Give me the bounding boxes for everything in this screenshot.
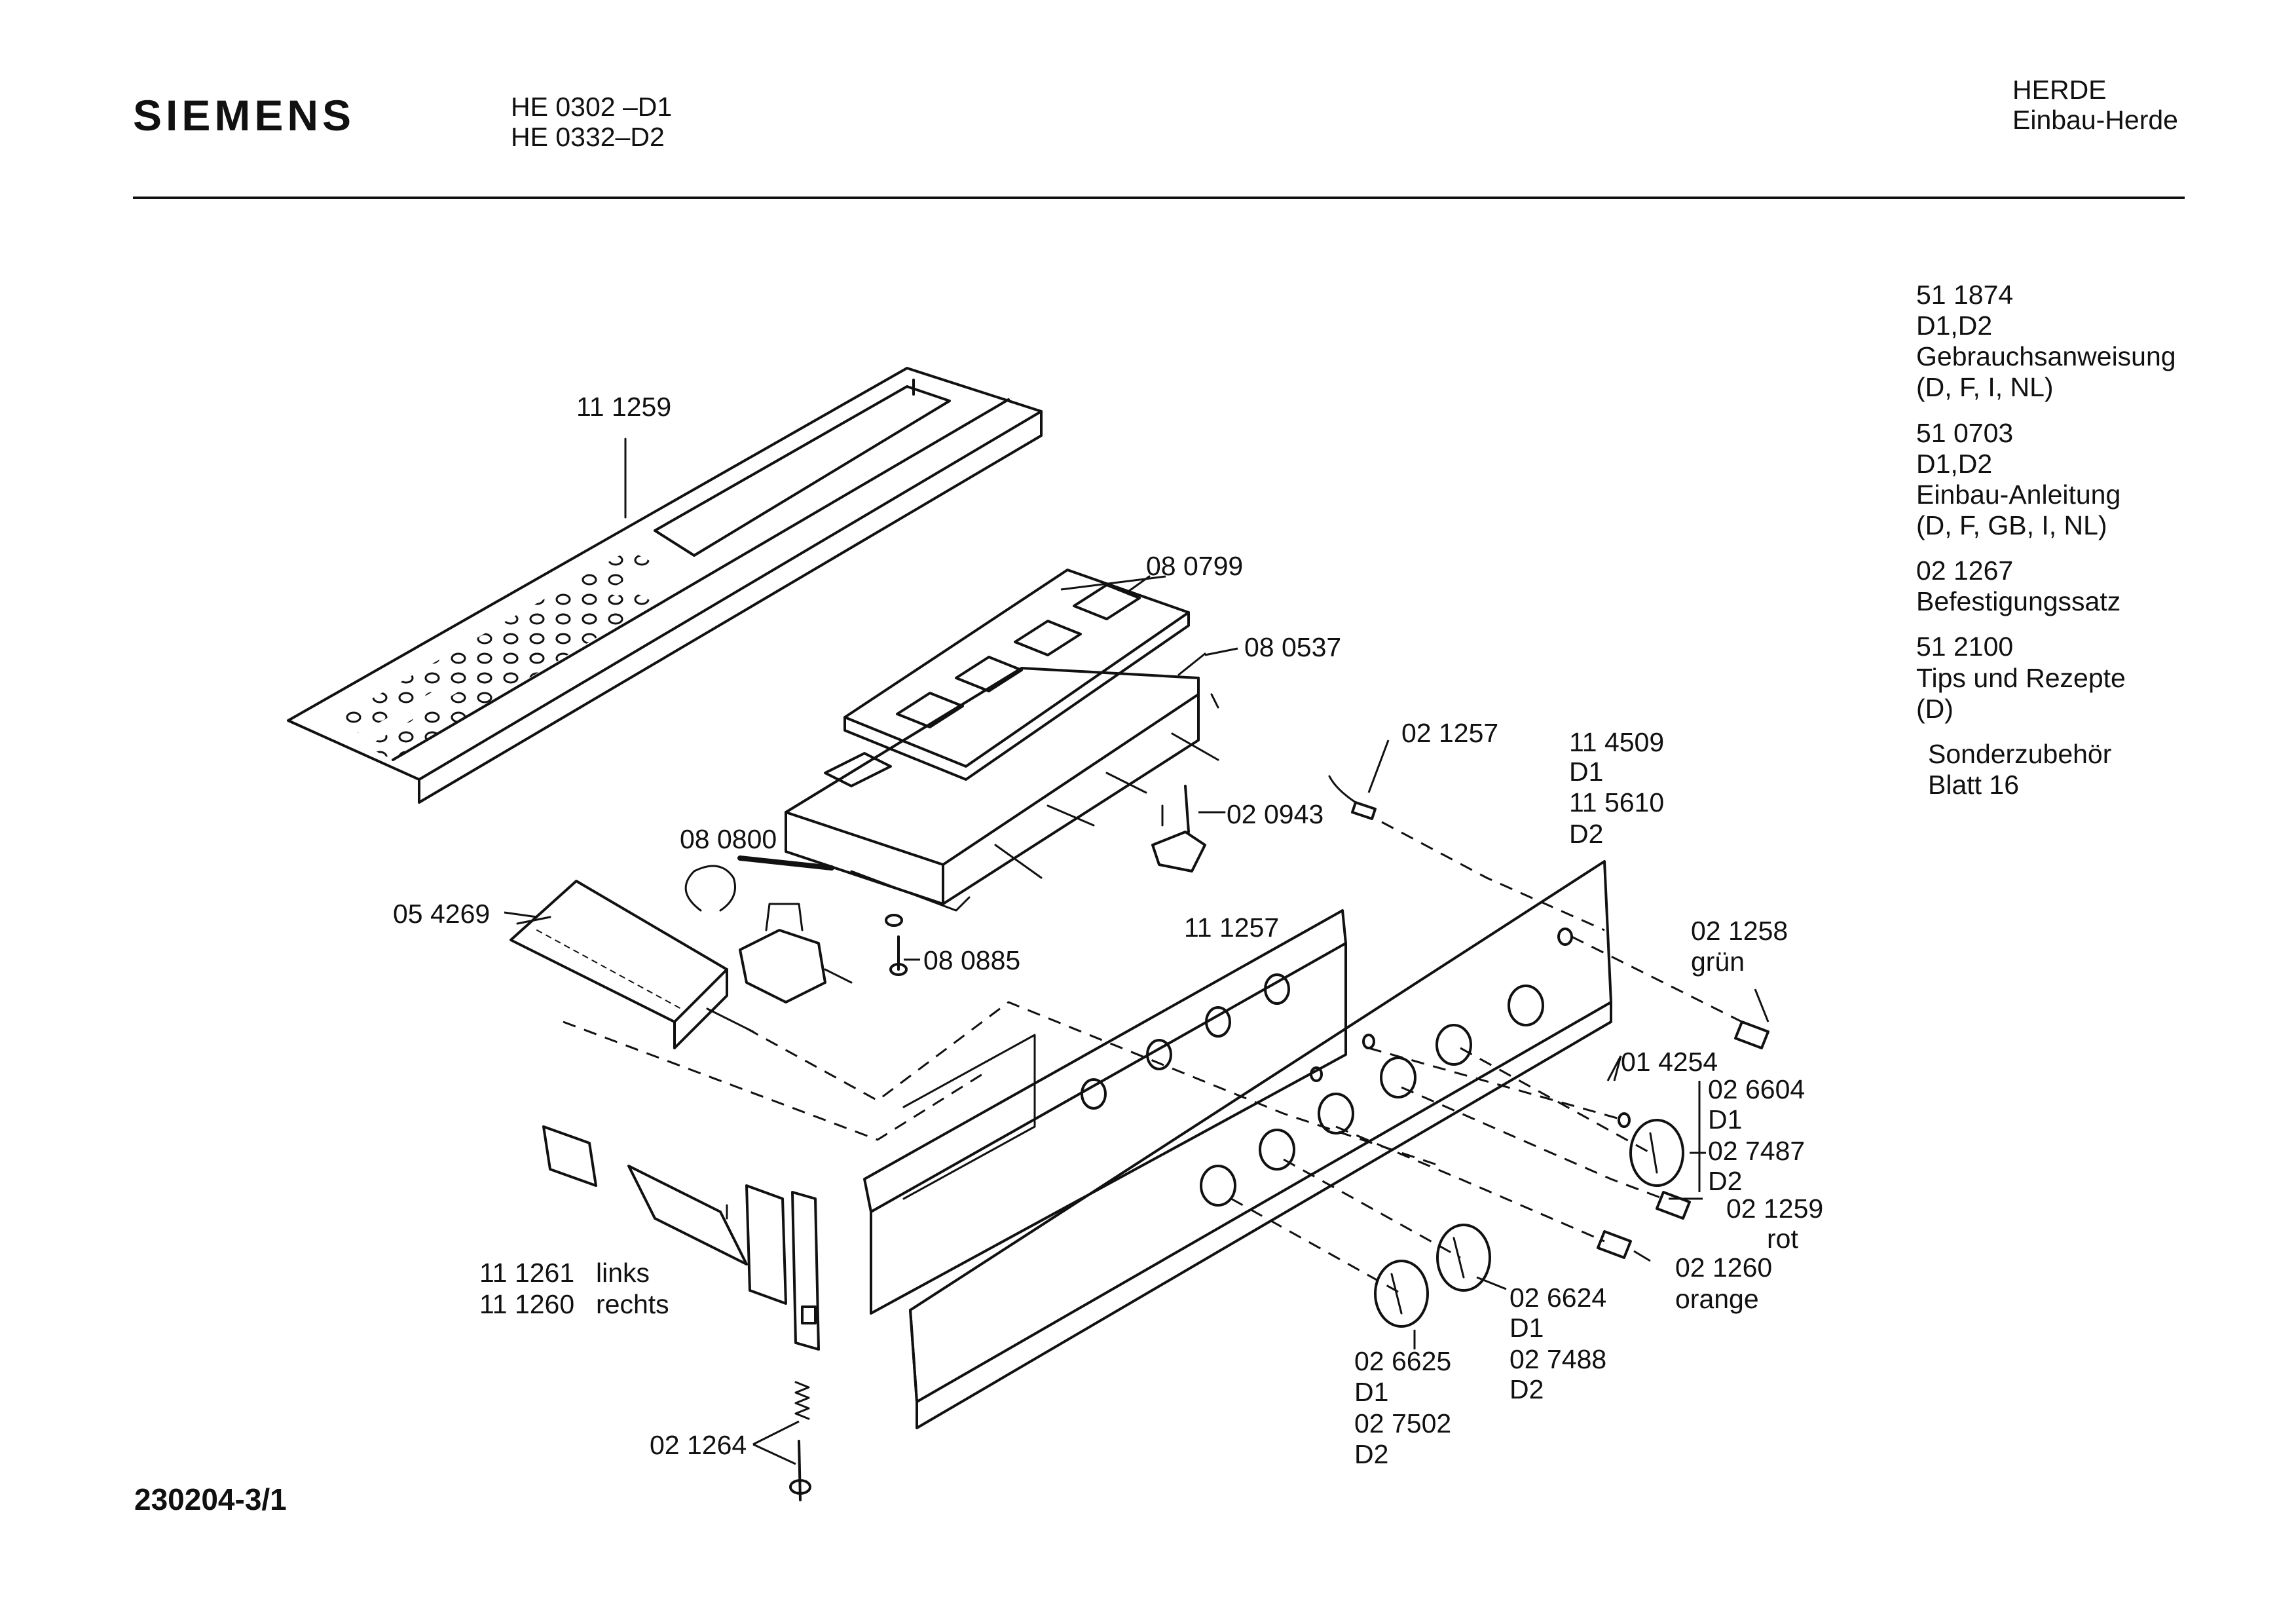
- part-label: 02 0943: [1227, 799, 1324, 829]
- accessory-item: Sonderzubehör Blatt 16: [1928, 739, 2176, 800]
- part-label: 02 6604: [1708, 1074, 1805, 1104]
- part-label: 02 7487: [1708, 1136, 1805, 1166]
- header-divider: [133, 197, 2185, 199]
- accessory-languages: (D, F, GB, I, NL): [1916, 510, 2107, 540]
- part-label: 02 1259: [1726, 1193, 1824, 1224]
- accessory-item: 51 1874 D1,D2 Gebrauchsanweisung (D, F, …: [1916, 280, 2176, 404]
- part-label: 11 5610: [1569, 787, 1665, 817]
- accessory-name: Gebrauchsanweisung: [1916, 341, 2176, 372]
- sensor-housing-part: [509, 880, 754, 1049]
- part-label: 02 1260: [1675, 1252, 1773, 1283]
- part-color: orange: [1675, 1284, 1759, 1314]
- part-label: 11 1259: [576, 392, 672, 422]
- part-label: 02 6624: [1509, 1283, 1607, 1313]
- part-label: 11 4509: [1569, 727, 1665, 757]
- part-label: 08 0537: [1244, 632, 1342, 662]
- accessory-item: 02 1267 Befestigungssatz: [1916, 555, 2176, 617]
- part-side: rechts: [596, 1289, 669, 1319]
- part-color: grün: [1691, 947, 1745, 977]
- bolt-spring-part: [789, 1381, 811, 1501]
- category-subtitle: Einbau-Herde: [2012, 105, 2178, 135]
- screw-part: [885, 914, 908, 976]
- accessory-list: 51 1874 D1,D2 Gebrauchsanweisung (D, F, …: [1916, 280, 2176, 800]
- accessory-number: 51 0703: [1916, 417, 2014, 448]
- part-label: 11 1257: [1184, 912, 1280, 943]
- part-label: 08 0885: [923, 945, 1021, 975]
- category-title: HERDE: [2012, 75, 2107, 105]
- brand-logo: SIEMENS: [133, 91, 356, 140]
- part-variant: D2: [1708, 1166, 1743, 1196]
- accessory-number: 51 1874: [1916, 280, 2014, 310]
- part-label: 02 1264: [650, 1430, 747, 1460]
- part-label: 11 1260: [479, 1289, 575, 1319]
- part-label: 11 1261: [479, 1258, 575, 1288]
- part-variant: D1: [1708, 1104, 1743, 1135]
- accessory-variant: D1,D2: [1916, 310, 1993, 341]
- front-panel-part: [863, 860, 1612, 1429]
- model-line-2: HE 0332–D2: [511, 122, 665, 152]
- accessory-number: 02 1267: [1916, 555, 2014, 586]
- part-label: 08 0799: [1146, 551, 1244, 581]
- switch-block-part: [785, 652, 1219, 912]
- side-rails-part: [542, 1125, 820, 1351]
- accessory-name: Tips und Rezepte: [1916, 662, 2126, 693]
- part-label: 02 1258: [1691, 916, 1788, 946]
- part-label: 01 4254: [1621, 1047, 1718, 1077]
- part-label: 02 7502: [1354, 1408, 1452, 1438]
- accessory-item: 51 2100 Tips und Rezepte (D): [1916, 631, 2176, 724]
- accessory-languages: (D, F, I, NL): [1916, 372, 2054, 403]
- accessory-name: Befestigungssatz: [1916, 586, 2121, 617]
- document-id: 230204-3/1: [134, 1482, 287, 1516]
- accessory-item: 51 0703 D1,D2 Einbau-Anleitung (D, F, GB…: [1916, 418, 2176, 542]
- indicator-lamps: [1328, 775, 1769, 1259]
- part-variant: D2: [1569, 819, 1604, 849]
- accessory-ref: Blatt 16: [1928, 769, 2020, 800]
- accessory-name: Sonderzubehör: [1928, 738, 2112, 769]
- part-label: 02 7488: [1509, 1344, 1607, 1374]
- top-cover-part: [287, 367, 1043, 804]
- part-variant: D1: [1569, 757, 1604, 787]
- small-switch-part: [1151, 785, 1226, 873]
- accessory-number: 51 2100: [1916, 631, 2014, 662]
- part-variant: D2: [1354, 1439, 1389, 1469]
- part-label: 05 4269: [393, 899, 491, 929]
- switch-frame-part: [843, 569, 1190, 781]
- part-label: 02 1257: [1401, 718, 1499, 748]
- part-variant: D2: [1509, 1374, 1544, 1404]
- accessory-name: Einbau-Anleitung: [1916, 479, 2121, 510]
- accessory-variant: D1,D2: [1916, 448, 1993, 479]
- thermostat-part: [684, 855, 853, 1004]
- model-line-1: HE 0302 –D1: [511, 92, 673, 122]
- part-label: 02 6625: [1354, 1346, 1452, 1376]
- part-label: 08 0800: [680, 824, 777, 854]
- part-variant: D1: [1354, 1377, 1389, 1407]
- part-color: rot: [1767, 1224, 1798, 1254]
- part-side: links: [596, 1258, 650, 1288]
- accessory-languages: (D): [1916, 693, 1953, 724]
- part-variant: D1: [1509, 1313, 1544, 1343]
